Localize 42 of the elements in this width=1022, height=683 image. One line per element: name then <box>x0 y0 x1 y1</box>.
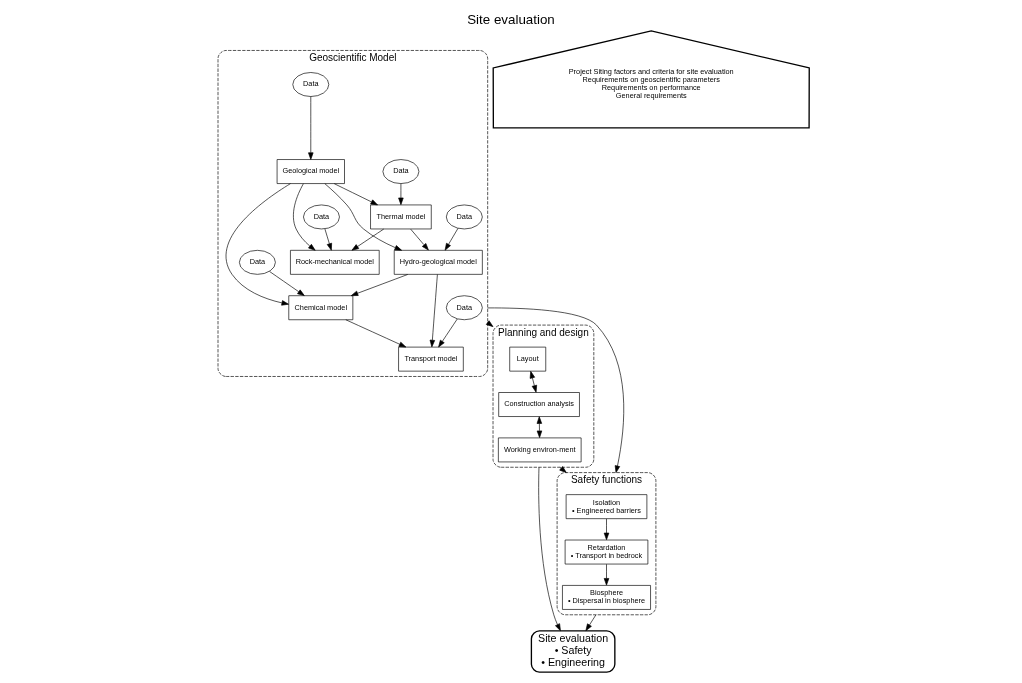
node-box: Transport model <box>398 346 464 372</box>
node-box: Biosphere • Dispersal in biosphere <box>562 585 651 610</box>
node-ellipse: Data <box>445 204 483 230</box>
arrow <box>324 228 332 251</box>
node-box: Retardation • Transport in bedrock <box>564 539 649 565</box>
arrow <box>324 183 402 251</box>
node-box: Site evaluation • Safety • Engineering <box>530 630 616 673</box>
arrow <box>536 416 543 438</box>
node-box: Isolation • Engineered barriers <box>565 494 648 519</box>
arrow <box>225 183 291 306</box>
arrow <box>603 563 610 586</box>
arrow <box>603 518 610 541</box>
node-box: Construction analysis <box>498 392 580 417</box>
diagram-title: Site evaluation <box>467 12 555 28</box>
arrow <box>333 183 378 206</box>
node-box: Chemical model <box>288 295 354 321</box>
arrow <box>529 371 537 393</box>
node-box: Rock-mechanical model <box>290 250 380 275</box>
arrow <box>429 274 438 348</box>
arrow <box>269 271 305 296</box>
arrow <box>350 274 409 296</box>
arrow <box>585 614 597 632</box>
node-box: Thermal model <box>370 204 432 230</box>
node-box: Hydro-geological model <box>393 250 483 275</box>
node-ellipse: Data <box>303 204 340 230</box>
node-box: Working environ-ment <box>498 437 582 463</box>
node-ellipse: Data <box>382 159 420 184</box>
node-box: Layout <box>509 346 547 372</box>
node-ellipse: Data <box>292 72 330 97</box>
arrow <box>293 183 316 251</box>
arrow <box>559 466 567 473</box>
arrow <box>308 96 314 160</box>
node-ellipse: Data <box>445 295 483 321</box>
arrow <box>444 227 459 251</box>
arrow <box>351 228 385 251</box>
arrow <box>345 319 407 348</box>
arrow <box>410 228 429 251</box>
node-ellipse: Data <box>239 250 276 275</box>
arrow <box>538 466 561 631</box>
node-box: Geological model <box>276 159 345 184</box>
arrow <box>438 318 458 348</box>
arrow <box>398 183 404 205</box>
